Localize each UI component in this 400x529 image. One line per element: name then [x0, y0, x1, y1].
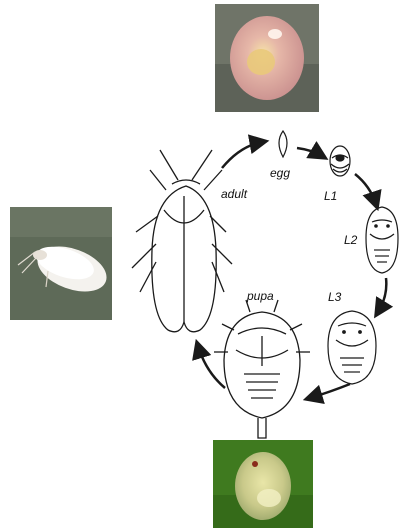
l2-label: L2 — [344, 233, 357, 247]
arrow-l2-to-l3 — [378, 278, 386, 312]
egg-drawing — [279, 131, 287, 157]
arrow-l3-to-pupa — [310, 384, 350, 398]
arrow-l1-to-l2 — [355, 174, 376, 204]
l3-label: L3 — [328, 290, 341, 304]
egg-label: egg — [270, 166, 290, 180]
arrow-adult-to-egg — [222, 142, 262, 168]
pupa-label: pupa — [247, 289, 274, 303]
l3-drawing — [328, 311, 376, 384]
l1-label: L1 — [324, 189, 337, 203]
arrow-egg-to-l1 — [297, 148, 322, 156]
adult-label: adult — [221, 187, 247, 201]
pupa-drawing — [214, 300, 310, 438]
l2-drawing — [366, 207, 398, 273]
cycle-arrows — [198, 142, 386, 398]
l1-drawing — [330, 146, 350, 176]
adult-drawing — [132, 150, 232, 332]
